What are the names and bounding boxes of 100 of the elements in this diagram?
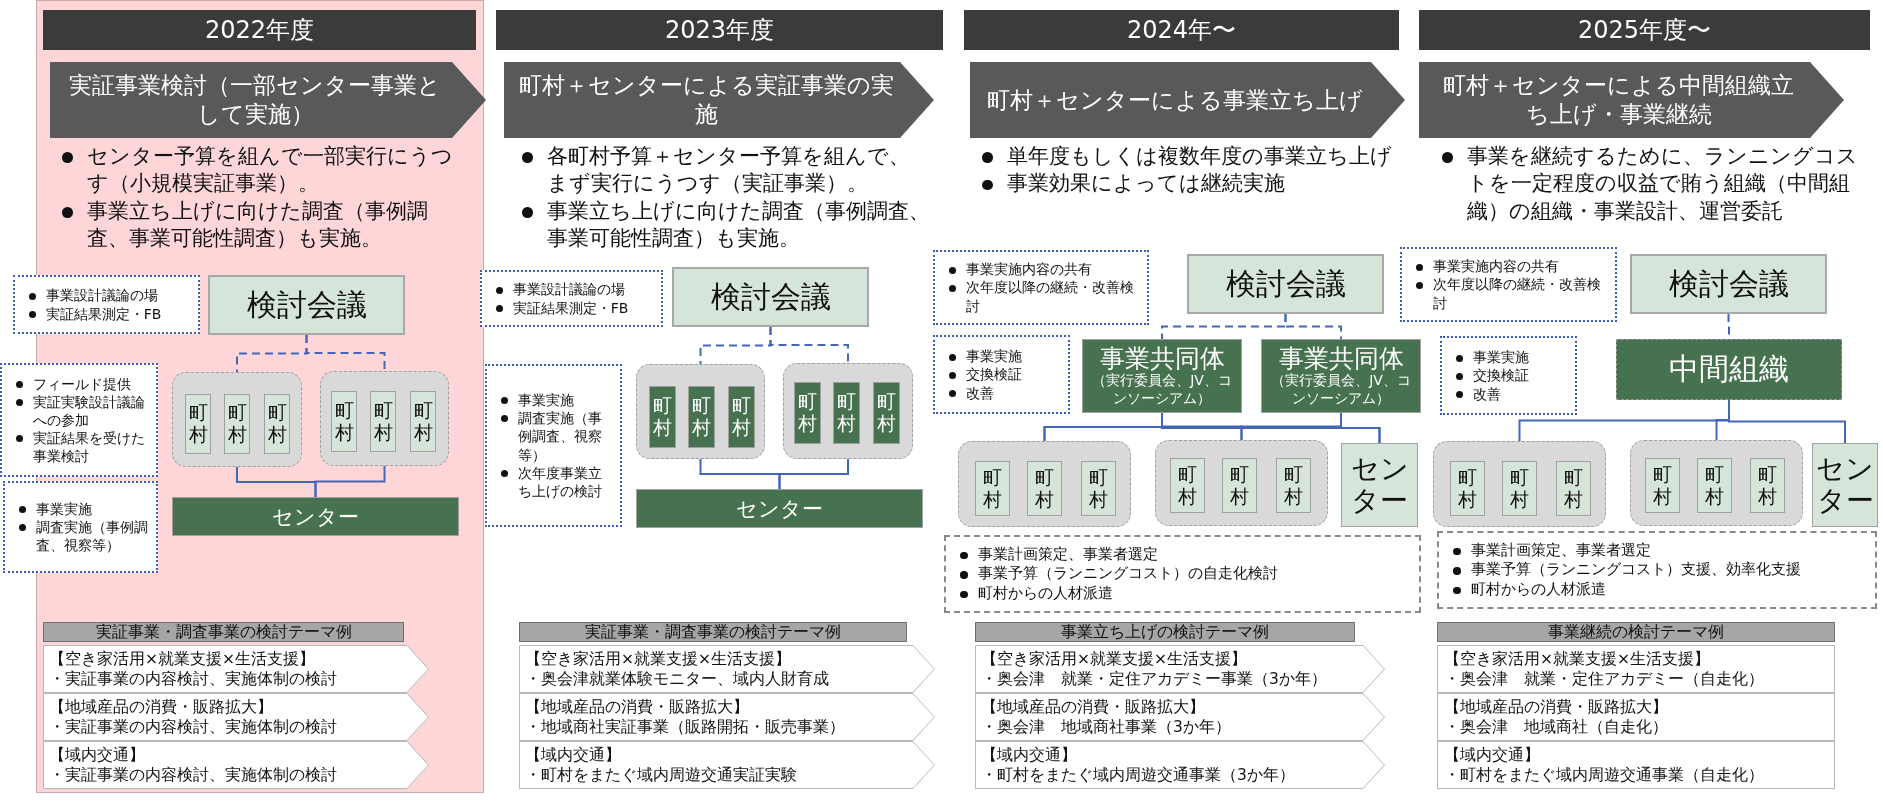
theme-row [519,645,935,693]
box-subtitle: （実行委員会、JV、コンソーシアム） [1091,372,1233,408]
municipality-box: 町村 [224,394,250,454]
center-box: センター [1341,443,1418,527]
theme-detail: ・実証事業の内容検討、実施体制の検討 [49,717,338,738]
bullet-text: 事業実施 [965,347,1022,366]
year-header-bar: 2023年度 [496,10,943,50]
phase-banner: 町村＋センターによる中間組織立ち上げ・事業継続 [1419,62,1844,138]
year-header-bar: 2024年〜 [964,10,1399,50]
municipality-box: 町村 [1556,461,1591,516]
municipality-box: 町村 [185,394,211,454]
municipality-box: 町村 [649,386,676,448]
meeting-box: 検討会議 [1187,254,1384,314]
theme-row [43,693,429,741]
theme-row [975,693,1385,741]
bullet-text: 事業予算（ランニングコスト）の自走化検討 [978,564,1278,584]
bullet-text: 調査実施（事例調査、視察等） [517,409,603,464]
bullet-text: センター予算を組んで一部実行にうつす（小規模実証事業）。 [87,143,455,198]
municipality-box: 町村 [1697,458,1732,513]
theme-title: 【域内交通】 [49,744,146,765]
bullet-text: 事業実施 [35,499,92,518]
municipality-box: 町村 [1276,458,1311,513]
municipality-box: 町村 [410,391,436,452]
center-box: センター [636,489,923,528]
bullet-text: 次年度以降の継続・改善検討 [965,278,1135,315]
municipality-box: 町村 [794,382,821,444]
municipality-box: 町村 [1081,461,1116,516]
group-box [636,364,765,459]
box-title: 事業共同体 [1278,344,1404,373]
connector-line [1340,412,1381,444]
theme-title: 【空き家活用×就業支援×生活支援】 [525,648,792,669]
note-box [485,364,622,527]
theme-detail: ・奥会津就業体験モニター、域内人財育成 [525,669,830,690]
theme-detail: ・町村をまたぐ域内周遊交通事業（3か年） [981,765,1296,786]
bullet-text: 事業設計議論の場 [512,280,625,299]
bullet-text: 交換検証 [965,365,1022,384]
theme-title: 【域内交通】 [525,744,622,765]
center-box: センター [172,497,459,536]
theme-detail: ・実証事業の内容検討、実施体制の検討 [49,765,338,786]
municipality-box: 町村 [331,391,357,452]
bullet-text: 町村からの人材派遣 [978,583,1113,604]
group-box [1155,440,1328,526]
municipality-box: 町村 [1450,461,1485,516]
bullet-text: 事業実施 [1472,348,1529,367]
theme-detail: ・奥会津 地域商社（自走化） [1444,717,1669,738]
bullet-text: 事業実施内容の共有 [965,260,1092,279]
consortium-box [1261,339,1421,413]
theme-title: 【地域産品の消費・販路拡大】 [981,696,1206,717]
theme-detail: ・実証事業の内容検討、実施体制の検討 [49,669,338,690]
theme-detail: ・町村をまたぐ域内周遊交通事業（自走化） [1444,765,1765,786]
theme-row [43,645,429,693]
theme-detail: ・地域商社実証事業（販路開拓・販売事業） [525,717,846,738]
bullet-text: 事業計画策定、事業者選定 [1471,540,1651,561]
phase-banner: 町村＋センターによる実証事業の実施 [504,62,934,138]
municipality-box: 町村 [1222,458,1257,513]
phase-banner: 町村＋センターによる事業立ち上げ [970,62,1405,138]
year-header-bar: 2025年度〜 [1419,10,1870,50]
theme-title: 【空き家活用×就業支援×生活支援】 [981,648,1248,669]
group-box [1630,440,1803,526]
table-header: 事業立ち上げの検討テーマ例 [975,622,1355,642]
bullet-text: 次年度事業立ち上げの検討 [517,463,603,501]
municipality-box: 町村 [975,461,1010,516]
phase-banner: 実証事業検討（一部センター事業として実施） [50,62,486,138]
bullet-text: 町村からの人材派遣 [1471,579,1606,600]
table-header: 実証事業・調査事業の検討テーマ例 [519,622,907,642]
bullet-text: 改善 [965,383,994,402]
note-box [933,250,1149,325]
theme-row [975,645,1385,693]
bullet-text: 実証結果測定・FB [512,298,629,317]
bullet-text: 交換検証 [1472,366,1529,385]
group-box [172,372,302,467]
bullet-text: 各町村予算＋センター予算を組んで、まず実行にうつす（実証事業）。 [547,143,912,198]
theme-row [43,741,429,789]
connector-line [314,465,386,498]
theme-title: 【域内交通】 [1444,744,1541,765]
theme-row [1437,645,1835,693]
note-box [0,363,158,477]
theme-row [519,693,935,741]
theme-title: 【地域産品の消費・販路拡大】 [1444,696,1669,717]
note-box [1400,247,1617,322]
municipality-box: 町村 [1645,458,1680,513]
bullet-text: 事業を継続するために、ランニングコストを一定程度の収益で賄う組織（中間組織）の組織・事業設計、運営委託 [1467,143,1860,225]
municipality-box: 町村 [833,382,860,444]
meeting-box: 検討会議 [1630,254,1827,314]
theme-title: 【地域産品の消費・販路拡大】 [49,696,274,717]
bullet-text: 事業計画策定、事業者選定 [978,544,1158,565]
organization-box: 中間組織 [1616,339,1842,400]
bullet-text: 調査実施（事例調査、視察等） [35,517,149,555]
theme-detail: ・奥会津 就業・定住アカデミー（自走化） [1444,669,1765,690]
note-box [933,335,1070,414]
note-box [1440,336,1577,415]
connector-line [1284,313,1342,340]
bullet-text: フィールド提供 [32,374,131,393]
note-box [13,275,200,334]
bullet-text: 次年度以降の継続・改善検討 [1432,275,1602,312]
connector-line [778,458,849,490]
municipality-box: 町村 [1502,461,1537,516]
bullet-text: 事業立ち上げに向けた調査（事例調査、事業可能性調査）も実施。 [547,197,932,252]
theme-detail: ・奥会津 地域商社事業（3か年） [981,717,1232,738]
theme-row [1437,693,1835,741]
